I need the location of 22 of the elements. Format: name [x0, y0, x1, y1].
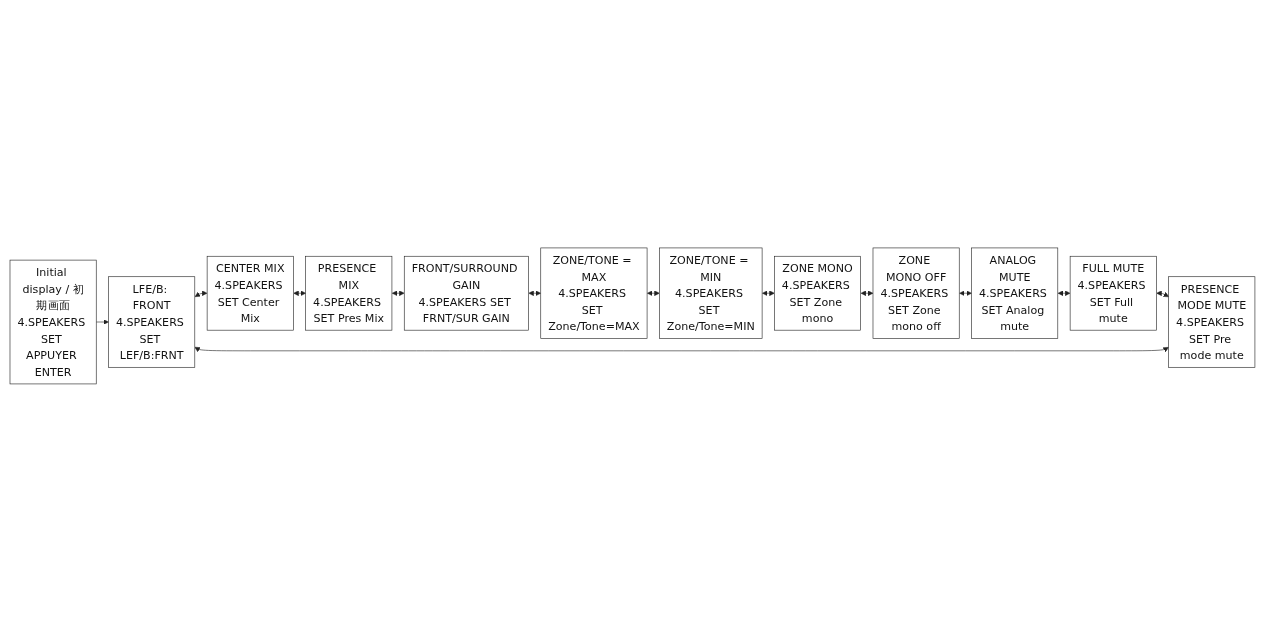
node-box: FULL MUTE 4.SPEAKERS SET Full mute — [1069, 255, 1157, 331]
arrow — [391, 290, 405, 296]
arrow — [860, 290, 874, 296]
arrow — [528, 290, 542, 296]
arrow — [194, 290, 208, 297]
node-box: PRESENCE MODE MUTE 4.SPEAKERS SET Pre mode mute — [1168, 276, 1256, 368]
node-box: ZONE MONO 4.SPEAKERS SET Zone mono — [774, 255, 861, 331]
arrow — [1057, 290, 1071, 296]
node-box: ANALOG MUTE 4.SPEAKERS SET Analog mute — [971, 247, 1059, 339]
node-box: FRONT/SURROUND GAIN 4.SPEAKERS SET FRNT/SUR GAIN — [403, 255, 529, 331]
arrow — [762, 290, 775, 296]
node-box: Initial display / 初期画面 4.SPEAKERS SET APPUYER ENTER — [9, 259, 97, 384]
node-box: CENTER MIX 4.SPEAKERS SET Center Mix — [206, 255, 294, 331]
node-box: ZONE/TONE = MIN 4.SPEAKERS SET Zone/Tone=MIN — [659, 247, 763, 339]
node-box: ZONE/TONE = MAX 4.SPEAKERS SET Zone/Tone=MAX — [540, 247, 648, 339]
node-box: ZONE MONO OFF 4.SPEAKERS SET Zone mono off — [872, 247, 960, 339]
node-box: LFE/B: FRONT 4.SPEAKERS SET LEF/B:FRNT — [108, 276, 196, 368]
arrow — [959, 290, 972, 296]
arrow — [647, 290, 660, 296]
node-box: PRESENCE MIX 4.SPEAKERS SET Pres Mix — [305, 255, 393, 331]
arrow — [293, 290, 306, 296]
arrow — [1156, 290, 1169, 297]
